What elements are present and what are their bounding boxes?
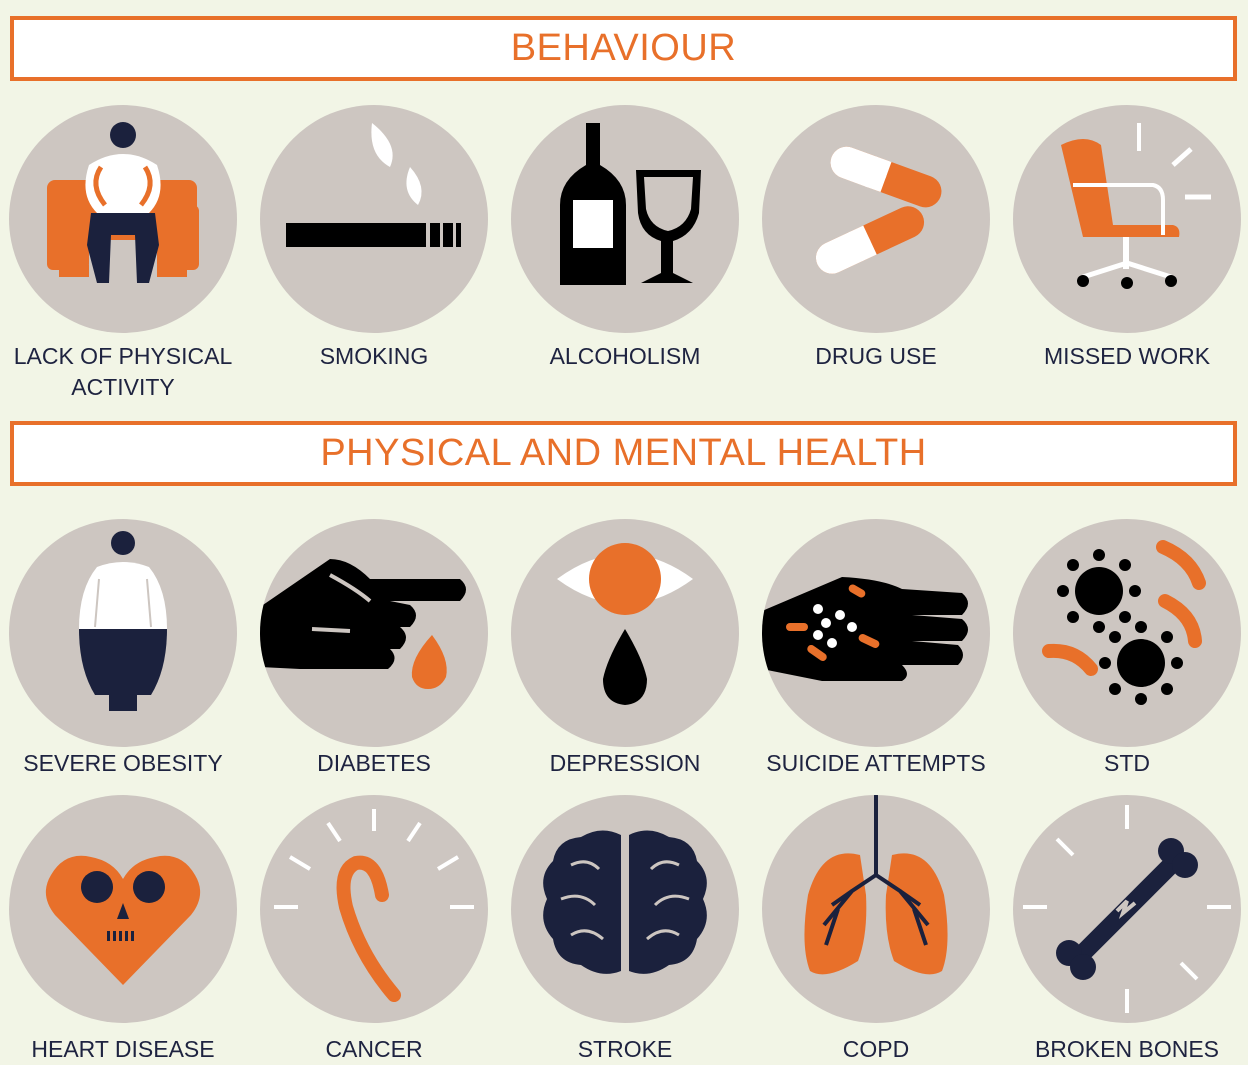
item-diabetes (249, 519, 499, 747)
label-depression: DEPRESSION (549, 750, 701, 776)
broken-bone-icon (1023, 805, 1231, 1013)
section-title-physical-mental-health: PHYSICAL AND MENTAL HEALTH (10, 421, 1237, 486)
item-severe-obesity (0, 519, 248, 747)
label-heart-disease: HEART DISEASE (31, 1036, 215, 1062)
cancer-ribbon-icon (274, 809, 474, 1002)
germs-icon (1042, 540, 1206, 705)
obese-person-icon (79, 531, 167, 711)
item-smoking (249, 105, 499, 333)
label-std: STD (1104, 750, 1150, 776)
label-stroke: STROKE (577, 1036, 673, 1062)
eye-tear-icon (557, 543, 693, 705)
item-std (1002, 519, 1248, 747)
item-lack-of-physical-activity (0, 105, 248, 333)
item-suicide-attempts (751, 519, 1001, 747)
label-missed-work: MISSED WORK (1043, 343, 1211, 369)
label-alcoholism: ALCOHOLISM (549, 343, 701, 369)
label-severe-obesity: SEVERE OBESITY (23, 750, 223, 776)
item-stroke (500, 795, 750, 1023)
section-title-behaviour: BEHAVIOUR (10, 16, 1237, 81)
pills-icon (815, 146, 942, 274)
label-broken-bones: BROKEN BONES (1034, 1036, 1220, 1062)
label-smoking: SMOKING (319, 343, 429, 369)
lungs-icon (804, 795, 948, 975)
hand-pills-icon (762, 577, 968, 681)
item-heart-disease (0, 795, 248, 1023)
item-cancer (249, 795, 499, 1023)
wine-bottle-glass-icon (560, 123, 701, 285)
label-suicide-attempts: SUICIDE ATTEMPTS (766, 750, 986, 776)
item-missed-work (1002, 105, 1248, 333)
person-on-couch-icon (47, 122, 199, 283)
label-lack-of-physical-activity: LACK OF PHYSICAL ACTIVITY (13, 343, 233, 400)
brain-icon (543, 830, 707, 974)
item-drug-use (751, 105, 1001, 333)
item-depression (500, 519, 750, 747)
label-cancer: CANCER (325, 1036, 423, 1062)
item-alcoholism (500, 105, 750, 333)
finger-blood-drop-icon (260, 559, 466, 689)
label-diabetes: DIABETES (317, 750, 431, 776)
item-broken-bones (1002, 795, 1248, 1023)
cigarette-icon (286, 123, 461, 247)
skull-heart-icon (45, 855, 201, 985)
item-copd (751, 795, 1001, 1023)
label-copd: COPD (842, 1036, 910, 1062)
label-drug-use: DRUG USE (815, 343, 937, 369)
office-chair-icon (1061, 123, 1211, 289)
